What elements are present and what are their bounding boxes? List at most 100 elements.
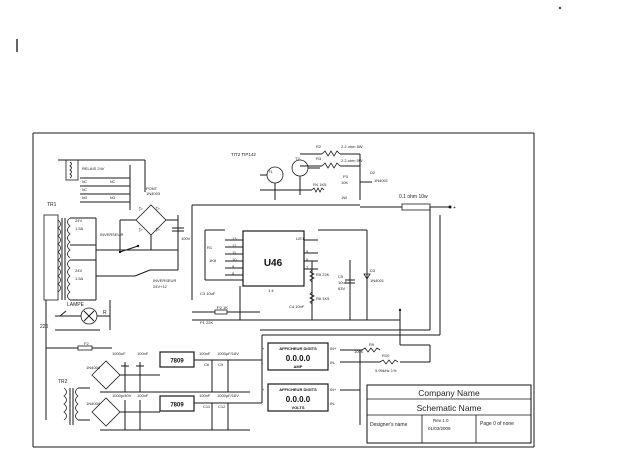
svg-text:+: + (453, 205, 456, 211)
svg-text:T2: T2 (295, 156, 300, 161)
svg-text:9.99kHz 1%: 9.99kHz 1% (375, 368, 397, 373)
svg-text:24V+12: 24V+12 (153, 284, 168, 289)
company-name: Company Name (418, 388, 480, 398)
svg-text:TR2: TR2 (58, 379, 68, 385)
svg-text:100V: 100V (181, 236, 191, 241)
svg-text:C9: C9 (218, 362, 224, 367)
drawing-frame (32, 132, 535, 448)
return-lines (260, 215, 441, 403)
c5-d3: C5 10uF 63V D3 1N4001 (318, 229, 385, 320)
svg-text:INVERSEUR: INVERSEUR (153, 278, 176, 283)
regulator-2: 7809 (159, 395, 195, 412)
svg-text:AFFICHEUR DIGITS: AFFICHEUR DIGITS (279, 346, 317, 351)
svg-text:24V: 24V (75, 268, 82, 273)
svg-text:C12: C12 (218, 404, 226, 409)
svg-text:220: 220 (40, 324, 49, 330)
ic-support: R1 1K8 C3 10uF P2 1K P1 22K (191, 204, 400, 325)
svg-text:2.2 ohm 5W: 2.2 ohm 5W (341, 144, 363, 149)
svg-text:AFFICHEUR DIGITS: AFFICHEUR DIGITS (279, 387, 317, 392)
page-number: Page 0 of none (480, 421, 514, 427)
svg-text:1000µF/16V: 1000µF/16V (217, 393, 239, 398)
svg-text:NO: NO (82, 196, 88, 200)
svg-text:R10: R10 (382, 353, 390, 358)
svg-text:5: 5 (306, 249, 309, 254)
svg-text:C6: C6 (204, 362, 210, 367)
svg-text:1N4001: 1N4001 (374, 178, 389, 183)
svg-text:1.5A: 1.5A (75, 276, 84, 281)
divider-resistors: 100K R9 R10 9.99kHz 1% (340, 342, 430, 425)
svg-text:1N4004: 1N4004 (86, 401, 101, 406)
svg-text:10: 10 (232, 257, 237, 262)
svg-text:R5 22K: R5 22K (316, 272, 330, 277)
bridge-rectifier: PONT 1N4003 ▷ ▷ ▷ ▷ (96, 186, 178, 251)
svg-text:+: + (262, 387, 265, 392)
schematic-name: Schematic Name (417, 403, 482, 413)
svg-text:7809: 7809 (170, 403, 184, 409)
svg-text:VOLTS: VOLTS (291, 405, 304, 410)
display-amp: AFFICHEUR DIGITS 0.0.0.0 AMP + - IN+ IN- (262, 342, 337, 371)
svg-text:1N4003: 1N4003 (146, 191, 161, 196)
svg-text:100nF: 100nF (137, 351, 149, 356)
svg-text:R2: R2 (316, 144, 322, 149)
svg-text:1000µF/16V: 1000µF/16V (217, 351, 239, 356)
display-volts: AFFICHEUR DIGITS 0.0.0.0 VOLTS + - IN+ I… (262, 383, 337, 412)
svg-text:T1: T1 (268, 169, 273, 174)
emitter-resistors: R2 2.2 ohm 5W R3 2.2 ohm 5W (300, 144, 363, 200)
svg-text:6: 6 (306, 257, 309, 262)
svg-text:AMP: AMP (294, 364, 303, 369)
svg-text:13: 13 (232, 236, 237, 241)
svg-text:D2: D2 (370, 170, 376, 175)
svg-text:C5: C5 (338, 274, 344, 279)
filter-capacitor: 100V (172, 215, 191, 270)
svg-text:NC: NC (110, 180, 116, 184)
svg-text:IN+: IN+ (330, 346, 337, 351)
svg-text:0.1 ohm 10w: 0.1 ohm 10w (399, 194, 428, 200)
fuse-f2: F2 (45, 300, 112, 420)
caps-row-1: 1000uF 100nF 100nF 1000µF/16V C6 C9 (100, 351, 250, 393)
transformer-tr1: TR1 24V 1.5A 24V 1.5A (43, 202, 96, 301)
mains-input: 220 (40, 300, 111, 331)
regulator-1: 7809 (159, 351, 195, 368)
svg-text:1000µ/40V: 1000µ/40V (112, 393, 132, 398)
svg-text:100K: 100K (354, 349, 364, 354)
relay: RELAIS 24V NC NC NO NC NO (58, 159, 146, 300)
r5-r6-c4: R5 22K R6 1K5 C4 10nF (289, 261, 330, 320)
svg-text:U46: U46 (264, 258, 283, 269)
svg-text:24V: 24V (75, 218, 82, 223)
svg-text:R6 1K5: R6 1K5 (316, 296, 330, 301)
svg-text:100nF: 100nF (137, 393, 149, 398)
svg-text:7: 7 (306, 265, 309, 270)
scan-dot (558, 6, 562, 10)
svg-text:RELAIS 24V: RELAIS 24V (82, 166, 105, 171)
note-tip142: TIT2 TIP142 (231, 152, 256, 157)
svg-text:PONT: PONT (146, 186, 158, 191)
title-block: Company Name Schematic Name Designer's n… (366, 384, 532, 444)
ic-u46: U46 13 12 11 10 9 8 LIE1 5 6 7 1 4 (225, 230, 318, 293)
svg-text:1.5A: 1.5A (75, 226, 84, 231)
svg-text:NO: NO (110, 196, 116, 200)
svg-text:1W: 1W (341, 195, 347, 200)
svg-text:1K8: 1K8 (209, 258, 217, 263)
svg-text:63V: 63V (338, 286, 345, 291)
svg-text:▷: ▷ (156, 227, 160, 233)
svg-text:100nF: 100nF (199, 393, 211, 398)
svg-text:C3 10uF: C3 10uF (200, 291, 216, 296)
designer-name: Designer's name (370, 422, 408, 428)
svg-text:1N4004: 1N4004 (86, 365, 101, 370)
svg-text:P3: P3 (343, 174, 349, 179)
svg-text:1N4001: 1N4001 (370, 278, 385, 283)
svg-text:LAMPE: LAMPE (67, 302, 85, 308)
svg-text:12: 12 (232, 243, 237, 248)
svg-text:R3: R3 (316, 156, 322, 161)
svg-text:INVERSEUR: INVERSEUR (100, 232, 123, 237)
svg-text:C11: C11 (203, 404, 211, 409)
revision: Rev 1.0 (433, 418, 449, 423)
inverseur-switch: INVERSEUR INVERSEUR 24V+12 (96, 232, 178, 289)
svg-text:1 4: 1 4 (268, 288, 274, 293)
r4-and-d2: R4 1K5 D2 1N4001 P3 10K 1W (260, 170, 389, 200)
svg-text:IN+: IN+ (330, 387, 337, 392)
svg-text:LIE1: LIE1 (296, 236, 305, 241)
svg-text:-: - (262, 401, 264, 406)
svg-text:▷: ▷ (156, 206, 160, 212)
